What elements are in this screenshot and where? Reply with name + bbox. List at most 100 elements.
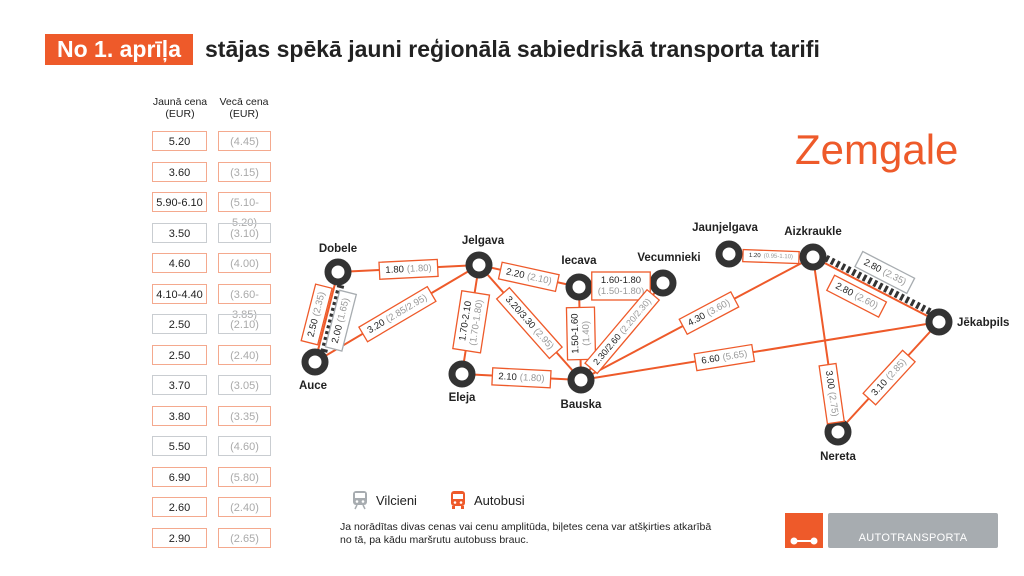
new-price: 2.90 [152,527,207,548]
station-node [465,251,493,279]
old-fare: (2.10) [526,271,553,287]
fare-label: 2.00(1.65) [324,289,358,352]
svg-text:1.80(1.80): 1.80(1.80) [385,263,432,276]
station-node [448,360,476,388]
date-banner: No 1. aprīļa [45,34,193,65]
station-name: Jēkabpils [957,317,1009,329]
footnote: Ja norādītas divas cenas vai cenu amplit… [340,521,712,546]
station-name: Jelgava [462,235,505,247]
fare-row: Nereta - Rīga 5.90-6.10 (5.10-5.20) [0,192,280,229]
station-node [301,348,329,376]
station-name: Nereta [820,451,856,463]
fare-label: 3.10(2.85) [862,349,917,406]
new-price: 3.70 [152,375,207,395]
bus-icon [451,491,465,509]
station-node [799,243,827,271]
old-fare: (2.75) [826,391,840,417]
new-fare: 2.10 [498,371,517,383]
new-fare: 1.60-1.80 [601,275,641,286]
legend-rail-label: Vilcieni [376,492,417,508]
new-fare: 2.20 [505,266,525,281]
station-name: Aizkraukle [784,226,842,238]
old-fare: (1.80) [407,263,432,275]
old-price: (3.35) [218,405,271,426]
new-price: 6.90 [152,466,207,487]
logo-mark [785,513,823,548]
fare-row: Iecava - Rīga 2.60 (2.40) [0,497,280,519]
fare-label: 6.60(5.65) [693,343,756,372]
fare-label: 4.30(3.60) [678,291,740,336]
fare-label: 2.80(2.60) [825,274,888,318]
new-price: 5.90-6.10 [152,192,207,212]
new-fare: 1.50-1.60 [570,313,582,353]
old-fare: (2.20/2.30) [617,296,653,336]
svg-text:3.10(2.85): 3.10(2.85) [869,357,908,399]
bus-line [580,321,940,381]
legend-bus-label: Autobusi [474,492,525,508]
legend-bus: Autobusi [450,490,525,510]
new-price: 3.50 [152,222,207,243]
new-price: 3.80 [152,405,207,426]
fare-label: 3.00(2.75) [818,362,845,425]
svg-text:2.30/2.60(2.20/2.30): 2.30/2.60(2.20/2.30) [591,296,653,367]
station-name: Iecava [561,255,597,267]
fare-row: 6.90 (5.80) [0,466,280,489]
old-fare: (1.80) [520,372,545,384]
new-price: 3.60 [152,161,207,182]
old-price: (4.60) [218,436,271,456]
station-name: Eleja [449,392,476,404]
old-fare: (0.95-1.10) [764,253,794,260]
fare-row: 3.80 (3.35) [0,405,280,428]
station-node [565,273,593,301]
fare-row: Jēkabpils - Rīga 5.50 (4.60) [0,436,280,458]
station-name: Vecumnieki [637,252,700,264]
fare-label: 2.50(2.35) [300,283,333,346]
new-price: 2.50 [152,314,207,334]
new-price: 4.60 [152,253,207,273]
old-price: (3.05) [218,375,271,395]
fare-label: 2.20(2.10) [497,261,560,293]
new-price: 5.50 [152,436,207,456]
fare-label: 2.80(2.35) [854,250,916,295]
station-node [715,240,743,268]
fare-row: Dobele - Rīga 3.70 (3.05) [0,375,280,397]
col-header-new: Jaunā cena (EUR) [152,96,208,120]
station-name: Dobele [319,243,357,255]
old-price: (2.40) [218,497,271,517]
new-price: 5.20 [152,131,207,151]
fare-label: 1.50-1.60(1.40) [565,306,597,361]
svg-text:3.00(2.75): 3.00(2.75) [823,370,840,417]
fare-row: 2.50 (2.40) [0,344,280,367]
station-node [567,366,595,394]
logo-text: AUTOTRANSPORTA DIREKCIJA [828,513,998,548]
fare-row: Aizkraukle - Rīga 3.50 (3.10) [0,222,280,245]
svg-text:1.60-1.80(1.50-1.80): 1.60-1.80(1.50-1.80) [598,275,644,297]
fare-row: Bauska - Rīga 3.60 (3.15) [0,161,280,184]
old-price: (4.45) [218,131,271,151]
page-title: stājas spēkā jauni reģionālā sabiedriskā… [205,36,820,62]
svg-text:2.20(2.10): 2.20(2.10) [505,266,553,287]
station-node [649,269,677,297]
bus-line [314,271,339,363]
old-price: (2.65) [218,527,271,548]
old-price: (2.40) [218,344,271,365]
new-fare: 1.20 [749,253,762,259]
fare-label: 2.10(1.80) [491,367,552,389]
new-fare: 3.00 [823,370,837,390]
old-price: (4.00) [218,253,271,273]
station-name: Jaunjelgava [692,222,758,234]
station-name: Auce [299,380,327,392]
svg-text:6.60(5.65): 6.60(5.65) [701,348,748,366]
station-node [925,308,953,336]
svg-text:3.20/3.30(2.95): 3.20/3.30(2.95) [503,294,556,352]
svg-text:3.20(2.85/2.95): 3.20(2.85/2.95) [366,292,430,336]
old-fare: (1.50-1.80) [598,286,644,297]
old-price: (5.80) [218,466,271,487]
old-fare: (1.40) [581,321,593,346]
old-price: (3.10) [218,222,271,243]
new-fare: 2.00 [330,324,345,345]
new-price: 4.10-4.40 [152,283,207,304]
fare-row: Auce - Rīga 5.20 (4.45) [0,131,280,153]
